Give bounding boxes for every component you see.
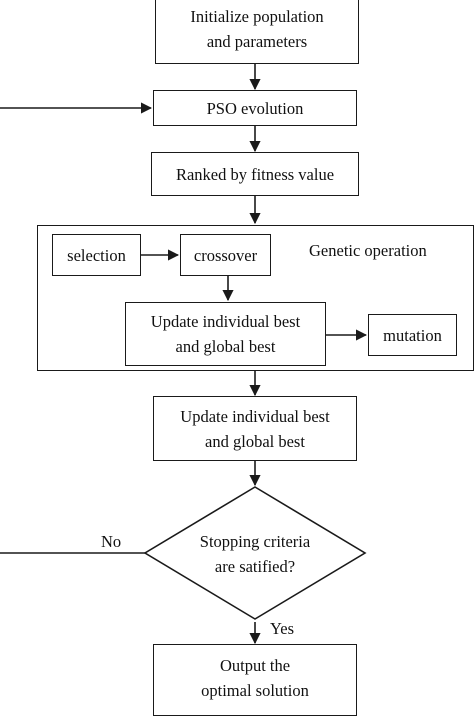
crossover-box: crossover <box>180 234 271 276</box>
pso-box: PSO evolution <box>153 90 357 126</box>
output-box: Output the optimal solution <box>153 644 357 716</box>
yes-label: Yes <box>270 619 295 638</box>
decision-diamond <box>143 486 367 620</box>
inner-update-box: Update individual best and global best <box>125 302 326 366</box>
decision-text: Stopping criteria are satified? <box>199 532 311 576</box>
init-box: Initialize population and parameters <box>155 0 359 64</box>
ranked-box: Ranked by fitness value <box>151 152 359 196</box>
no-label: No <box>101 532 122 551</box>
outer-update-box: Update individual best and global best <box>153 396 357 461</box>
genetic-operation-label: Genetic operation <box>309 241 427 260</box>
selection-box: selection <box>52 234 141 276</box>
mutation-box: mutation <box>368 314 457 356</box>
